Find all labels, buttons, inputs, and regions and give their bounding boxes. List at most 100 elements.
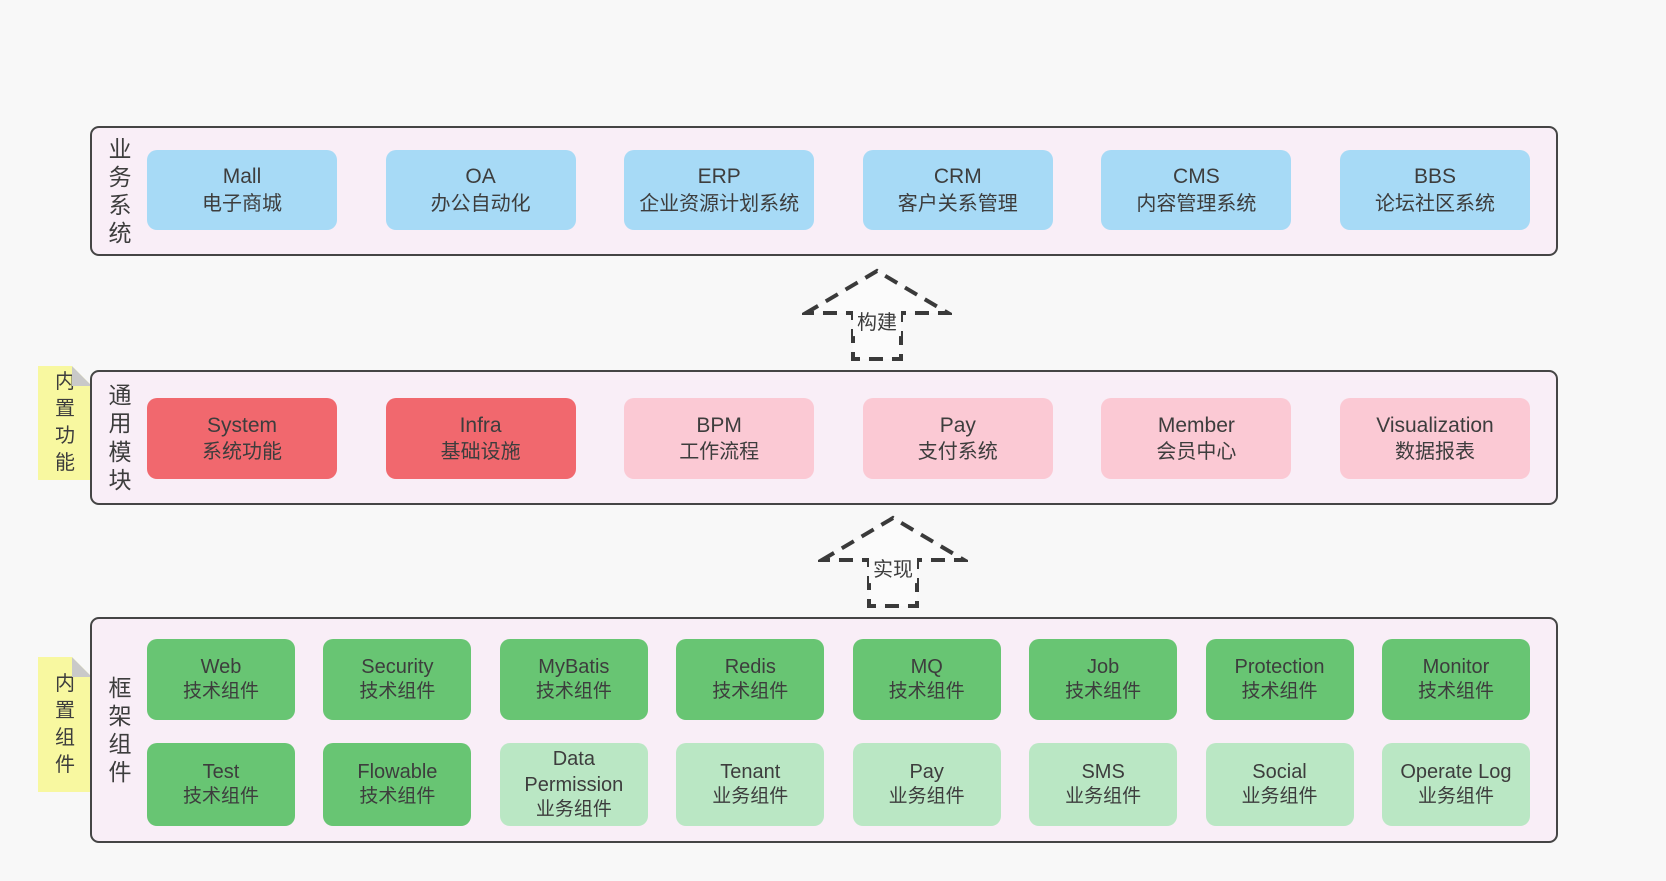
box-subtitle: 业务组件 [535, 799, 612, 821]
box-subtitle: 技术组件 [535, 681, 612, 703]
common-modules-section: 通用模块 System 系统功能 Infra 基础设施 BPM 工作流程 Pay… [90, 370, 1558, 505]
box-title: Monitor [1422, 656, 1490, 679]
component-box-test: Test 技术组件 [147, 743, 295, 826]
box-title: Security [361, 656, 434, 679]
implement-arrow-up: 实现 [818, 514, 968, 610]
box-subtitle: 技术组件 [359, 786, 436, 808]
box-subtitle: 工作流程 [679, 441, 760, 464]
box-title: BPM [696, 413, 742, 437]
folded-corner-icon [72, 366, 92, 386]
box-subtitle: 技术组件 [1241, 681, 1318, 703]
box-title: Web [200, 656, 242, 679]
box-subtitle: 技术组件 [182, 681, 259, 703]
system-box-mall: Mall 电子商城 [147, 150, 337, 230]
components-row-1: Web 技术组件 Security 技术组件 MyBatis 技术组件 Redi… [147, 639, 1530, 720]
component-box-web: Web 技术组件 [147, 639, 295, 720]
box-subtitle: 办公自动化 [430, 192, 531, 215]
component-box-sms: SMS 业务组件 [1029, 743, 1178, 826]
box-subtitle: 技术组件 [888, 681, 965, 703]
box-title: Visualization [1376, 413, 1494, 437]
built-in-components-tab: 内置组件 [38, 657, 92, 792]
framework-components-section: 框架组件 Web 技术组件 Security 技术组件 MyBatis 技术组件… [90, 617, 1558, 843]
component-box-job: Job 技术组件 [1029, 639, 1178, 720]
box-subtitle: 业务组件 [1417, 786, 1494, 808]
modules-boxes-row: System 系统功能 Infra 基础设施 BPM 工作流程 Pay 支付系统… [147, 398, 1530, 479]
folded-corner-icon [72, 657, 92, 677]
component-box-pay: Pay 业务组件 [852, 743, 1001, 826]
box-subtitle: 业务组件 [1241, 786, 1318, 808]
box-title: Tenant [720, 761, 781, 784]
system-box-crm: CRM 客户关系管理 [862, 150, 1053, 230]
box-subtitle: 技术组件 [182, 786, 259, 808]
box-title: MQ [910, 656, 943, 679]
box-subtitle: 内容管理系统 [1136, 192, 1257, 215]
component-box-mybatis: MyBatis 技术组件 [499, 639, 648, 720]
system-box-erp: ERP 企业资源计划系统 [624, 150, 815, 230]
component-box-operate-log: Operate Log 业务组件 [1381, 743, 1530, 826]
box-subtitle: 数据报表 [1394, 441, 1475, 464]
box-title: System [206, 413, 277, 437]
box-subtitle: 会员中心 [1156, 441, 1237, 464]
box-subtitle: 论坛社区系统 [1374, 192, 1495, 215]
box-title: Test [202, 761, 240, 784]
module-box-infra: Infra 基础设施 [385, 398, 576, 479]
system-box-bbs: BBS 论坛社区系统 [1339, 150, 1530, 230]
box-title: Infra [459, 413, 502, 437]
arrow-label: 实现 [869, 552, 917, 584]
box-subtitle: 客户关系管理 [897, 192, 1018, 215]
box-subtitle: 技术组件 [712, 681, 789, 703]
box-title: CMS [1173, 165, 1220, 189]
box-subtitle: 技术组件 [1417, 681, 1494, 703]
tab-label: 内置组件 [55, 672, 75, 776]
component-box-redis: Redis 技术组件 [676, 639, 825, 720]
box-title: Flowable [357, 761, 438, 784]
business-boxes-row: Mall 电子商城 OA 办公自动化 ERP 企业资源计划系统 CRM 客户关系… [147, 150, 1530, 230]
build-arrow-up: 构建 [802, 267, 952, 363]
box-title: MyBatis [538, 656, 610, 679]
component-box-flowable: Flowable 技术组件 [323, 743, 472, 826]
module-box-pay: Pay 支付系统 [862, 398, 1053, 479]
component-box-protection: Protection 技术组件 [1205, 639, 1354, 720]
box-title: OA [465, 165, 496, 189]
business-systems-section: 业务系统 Mall 电子商城 OA 办公自动化 ERP 企业资源计划系统 CRM… [90, 126, 1558, 256]
box-subtitle: 基础设施 [440, 441, 521, 464]
box-title: Member [1157, 413, 1235, 437]
component-box-mq: MQ 技术组件 [852, 639, 1001, 720]
box-subtitle: 技术组件 [359, 681, 436, 703]
section-label-modules: 通用模块 [108, 382, 132, 493]
section-label-components: 框架组件 [108, 674, 132, 786]
built-in-features-tab: 内置功能 [38, 366, 92, 480]
module-box-bpm: BPM 工作流程 [624, 398, 815, 479]
box-title: Redis [724, 656, 776, 679]
module-box-member: Member 会员中心 [1101, 398, 1292, 479]
box-subtitle: 支付系统 [917, 441, 998, 464]
box-title: CRM [933, 165, 982, 189]
box-title: Protection [1234, 656, 1325, 679]
box-title: Data Permission [524, 748, 624, 797]
box-title: Mall [222, 165, 262, 189]
box-title: Social [1252, 761, 1307, 784]
component-box-data-permission: Data Permission 业务组件 [499, 743, 648, 826]
box-title: BBS [1413, 165, 1456, 189]
component-box-tenant: Tenant 业务组件 [676, 743, 825, 826]
box-title: Job [1086, 656, 1120, 679]
module-box-system: System 系统功能 [147, 398, 337, 479]
box-title: Pay [909, 761, 944, 784]
component-box-social: Social 业务组件 [1205, 743, 1354, 826]
box-subtitle: 技术组件 [1065, 681, 1142, 703]
component-box-monitor: Monitor 技术组件 [1381, 639, 1530, 720]
box-subtitle: 电子商城 [202, 192, 282, 215]
box-subtitle: 企业资源计划系统 [639, 192, 800, 215]
box-title: ERP [697, 165, 741, 189]
section-label-business: 业务系统 [108, 135, 132, 247]
tab-label: 内置功能 [55, 371, 75, 474]
box-title: Pay [939, 413, 976, 437]
component-box-security: Security 技术组件 [323, 639, 472, 720]
box-subtitle: 业务组件 [712, 786, 789, 808]
module-box-visualization: Visualization 数据报表 [1339, 398, 1530, 479]
box-title: Operate Log [1400, 761, 1512, 784]
system-box-oa: OA 办公自动化 [385, 150, 576, 230]
system-box-cms: CMS 内容管理系统 [1101, 150, 1292, 230]
components-row-2: Test 技术组件 Flowable 技术组件 Data Permission … [147, 743, 1530, 826]
box-title: SMS [1081, 761, 1125, 784]
